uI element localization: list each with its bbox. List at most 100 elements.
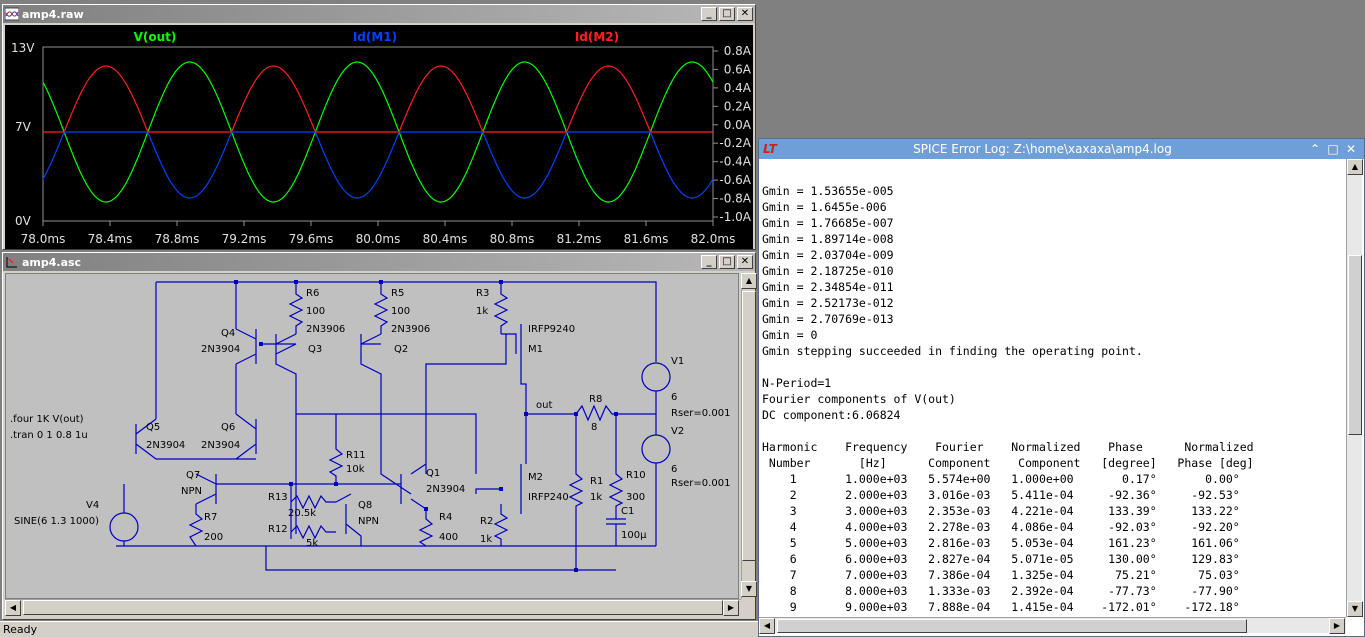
trace-label-id-m1[interactable]: Id(M1) — [353, 30, 397, 44]
scroll-up-button[interactable]: ▲ — [1347, 159, 1363, 175]
label-r1[interactable]: R1 — [590, 476, 603, 487]
label-r13-value[interactable]: 20.5k — [288, 508, 316, 519]
label-q3-type[interactable]: 2N3906 — [306, 324, 345, 335]
label-q4-type[interactable]: 2N3904 — [201, 344, 240, 355]
scroll-thumb[interactable] — [777, 619, 1247, 633]
label-r3[interactable]: R3 — [476, 288, 489, 299]
label-q1[interactable]: Q1 — [426, 468, 440, 479]
close-button[interactable]: ✕ — [737, 255, 753, 269]
y-right-tick: -0.6A — [719, 173, 751, 187]
trace-label-vout[interactable]: V(out) — [134, 30, 177, 44]
label-v2[interactable]: V2 — [671, 426, 684, 437]
label-r4-value[interactable]: 400 — [439, 532, 458, 543]
label-r2[interactable]: R2 — [480, 516, 493, 527]
label-m1-type[interactable]: IRFP9240 — [528, 324, 575, 335]
scroll-thumb[interactable] — [23, 600, 723, 615]
label-r2-value[interactable]: 1k — [480, 534, 492, 545]
scroll-up-button[interactable]: ▲ — [741, 273, 757, 289]
label-q6[interactable]: Q6 — [221, 422, 235, 433]
x-tick: 79.2ms — [222, 232, 267, 246]
spice-directive-tran[interactable]: .tran 0 1 0.8 1u — [10, 430, 88, 441]
label-r7-value[interactable]: 200 — [204, 532, 223, 543]
spice-error-log-window[interactable]: LT SPICE Error Log: Z:\home\xaxaxa\amp4.… — [758, 138, 1365, 637]
label-r8[interactable]: R8 — [589, 394, 602, 405]
label-v4[interactable]: V4 — [86, 500, 99, 511]
label-m2[interactable]: M2 — [528, 472, 543, 483]
scroll-down-button[interactable]: ▼ — [741, 581, 757, 597]
label-r11-value[interactable]: 10k — [346, 464, 365, 475]
label-r10[interactable]: R10 — [626, 470, 646, 481]
label-r5[interactable]: R5 — [391, 288, 404, 299]
log-vertical-scrollbar[interactable]: ▲ ▼ — [1346, 159, 1363, 617]
label-q5[interactable]: Q5 — [146, 422, 160, 433]
label-r10-value[interactable]: 300 — [626, 492, 645, 503]
scroll-right-button[interactable]: ▶ — [1329, 618, 1345, 634]
net-label-out[interactable]: out — [536, 400, 552, 411]
log-line: Gmin = 1.6455e-006 — [762, 200, 887, 214]
label-q2[interactable]: Q2 — [394, 344, 408, 355]
label-v2-rser[interactable]: Rser=0.001 — [671, 478, 730, 489]
chevron-up-icon[interactable]: ⌃ — [1309, 142, 1321, 156]
waveform-titlebar[interactable]: amp4.raw _ □ ✕ — [3, 5, 755, 23]
label-q6-type[interactable]: 2N3904 — [201, 440, 240, 451]
label-r5-value[interactable]: 100 — [391, 306, 410, 317]
label-q7-type[interactable]: NPN — [181, 486, 202, 497]
scroll-thumb[interactable] — [742, 291, 756, 561]
label-r8-value[interactable]: 8 — [591, 422, 597, 433]
spice-directive-four[interactable]: .four 1K V(out) — [10, 414, 84, 425]
label-m2-type[interactable]: IRFP240 — [528, 492, 569, 503]
label-v1-rser[interactable]: Rser=0.001 — [671, 408, 730, 419]
maximize-button[interactable]: □ — [719, 255, 735, 269]
label-q8-type[interactable]: NPN — [358, 516, 379, 527]
label-v1[interactable]: V1 — [671, 356, 684, 367]
label-r12-value[interactable]: 5k — [306, 538, 318, 549]
waveform-window[interactable]: amp4.raw _ □ ✕ V(out) Id(M1) Id(M2) 13V … — [2, 4, 756, 250]
label-m1[interactable]: M1 — [528, 344, 543, 355]
label-q8[interactable]: Q8 — [358, 500, 372, 511]
close-button[interactable]: ✕ — [1345, 142, 1357, 156]
scroll-left-button[interactable]: ◀ — [759, 618, 775, 634]
minimize-button[interactable]: _ — [701, 7, 717, 21]
schematic-canvas[interactable]: R6 100 R5 100 R3 1k Q4 2N3904 2N3906 Q3 … — [5, 273, 739, 599]
maximize-button[interactable]: □ — [1327, 142, 1339, 156]
log-titlebar[interactable]: LT SPICE Error Log: Z:\home\xaxaxa\amp4.… — [759, 139, 1364, 159]
log-horizontal-scrollbar[interactable]: ◀ ▶ — [759, 617, 1346, 634]
label-q5-type[interactable]: 2N3904 — [146, 440, 185, 451]
label-q3[interactable]: Q3 — [308, 344, 322, 355]
scroll-right-button[interactable]: ▶ — [723, 600, 739, 616]
label-v4-value[interactable]: SINE(6 1.3 1000) — [14, 516, 99, 527]
label-r12[interactable]: R12 — [268, 524, 288, 535]
label-r4[interactable]: R4 — [439, 512, 452, 523]
schematic-vertical-scrollbar[interactable]: ▲ ▼ — [741, 273, 757, 599]
minimize-button[interactable]: _ — [701, 255, 717, 269]
schematic-window[interactable]: amp4.asc _ □ ✕ — [2, 252, 757, 620]
maximize-button[interactable]: □ — [719, 7, 735, 21]
label-q1-type[interactable]: 2N3904 — [426, 484, 465, 495]
trace-label-id-m2[interactable]: Id(M2) — [575, 30, 619, 44]
schematic-titlebar[interactable]: amp4.asc _ □ ✕ — [3, 253, 755, 271]
scroll-thumb[interactable] — [1348, 255, 1362, 435]
label-v2-value[interactable]: 6 — [671, 464, 677, 475]
label-r1-value[interactable]: 1k — [590, 492, 602, 503]
label-r3-value[interactable]: 1k — [476, 306, 488, 317]
label-q4[interactable]: Q4 — [221, 328, 235, 339]
label-r6-value[interactable]: 100 — [306, 306, 325, 317]
label-c1-value[interactable]: 100µ — [621, 530, 647, 541]
log-line: Total Harmonic Distortion: 0.099526% — [762, 615, 1342, 617]
label-r11[interactable]: R11 — [346, 450, 366, 461]
schematic-horizontal-scrollbar[interactable]: ◀ ▶ — [5, 599, 741, 616]
label-r6[interactable]: R6 — [306, 288, 319, 299]
label-q7[interactable]: Q7 — [186, 470, 200, 481]
label-q2-type[interactable]: 2N3906 — [391, 324, 430, 335]
label-c1[interactable]: C1 — [621, 506, 634, 517]
close-button[interactable]: ✕ — [737, 7, 753, 21]
label-r13[interactable]: R13 — [268, 492, 288, 503]
log-line: Gmin = 0 — [762, 328, 818, 342]
scroll-left-button[interactable]: ◀ — [5, 600, 21, 616]
label-v1-value[interactable]: 6 — [671, 392, 677, 403]
scroll-down-button[interactable]: ▼ — [1347, 601, 1363, 617]
log-window-title: SPICE Error Log: Z:\home\xaxaxa\amp4.log — [913, 142, 1172, 156]
label-r7[interactable]: R7 — [204, 512, 217, 523]
